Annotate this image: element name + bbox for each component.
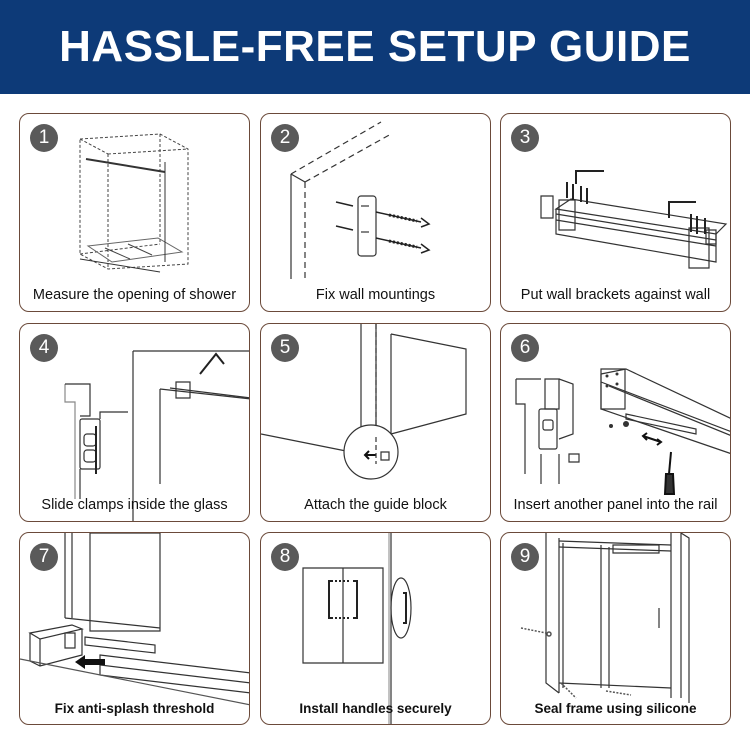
step-card-4: 4 Slide clamps inside the glass [19, 323, 250, 522]
step-number-badge: 1 [30, 124, 58, 152]
page-title: HASSLE-FREE SETUP GUIDE [59, 22, 691, 71]
panel-rail-illustration [501, 324, 731, 522]
step-card-1: 1 Measure the opening of shower [19, 113, 250, 312]
step-card-7: 7 Fix anti-splash threshold [19, 532, 250, 725]
step-number-badge: 9 [511, 543, 539, 571]
step-caption: Install handles securely [299, 701, 452, 716]
step-number-badge: 3 [511, 124, 539, 152]
handle-install-illustration [261, 533, 412, 725]
step-caption: Fix wall mountings [315, 287, 436, 303]
header-banner: HASSLE-FREE SETUP GUIDE [0, 0, 750, 94]
step-caption: Fix anti-splash threshold [54, 701, 215, 716]
step-caption: Slide clamps inside the glass [41, 497, 228, 513]
wall-bracket-illustration [501, 114, 731, 312]
step-number-badge: 7 [30, 543, 58, 571]
step-caption: Attach the guide block [304, 497, 447, 513]
silicone-seal-illustration [501, 533, 731, 725]
step-caption: Seal frame using silicone [534, 701, 697, 716]
step-card-6: 6 [500, 323, 731, 522]
guide-block-illustration [261, 324, 491, 522]
glass-clamp-illustration [20, 324, 250, 522]
step-card-8: 8 Install handles securely [260, 532, 491, 725]
threshold-illustration [20, 533, 250, 725]
step-card-5: 5 Attach the guide block [260, 323, 491, 522]
step-number-badge: 2 [271, 124, 299, 152]
step-caption: Measure the opening of shower [32, 287, 237, 303]
step-number-badge: 5 [271, 334, 299, 362]
shower-measure-illustration [20, 114, 250, 312]
step-number-badge: 4 [30, 334, 58, 362]
step-number-badge: 8 [271, 543, 299, 571]
step-number-badge: 6 [511, 334, 539, 362]
step-card-3: 3 Put wall brackets against wall [500, 113, 731, 312]
step-caption: Insert another panel into the rail [513, 497, 718, 513]
wall-mounting-illustration [261, 114, 491, 312]
step-caption: Put wall brackets against wall [520, 287, 711, 303]
step-card-9: 9 Seal frame using silicone [500, 532, 731, 725]
step-card-2: 2 Fix wall mountings [260, 113, 491, 312]
